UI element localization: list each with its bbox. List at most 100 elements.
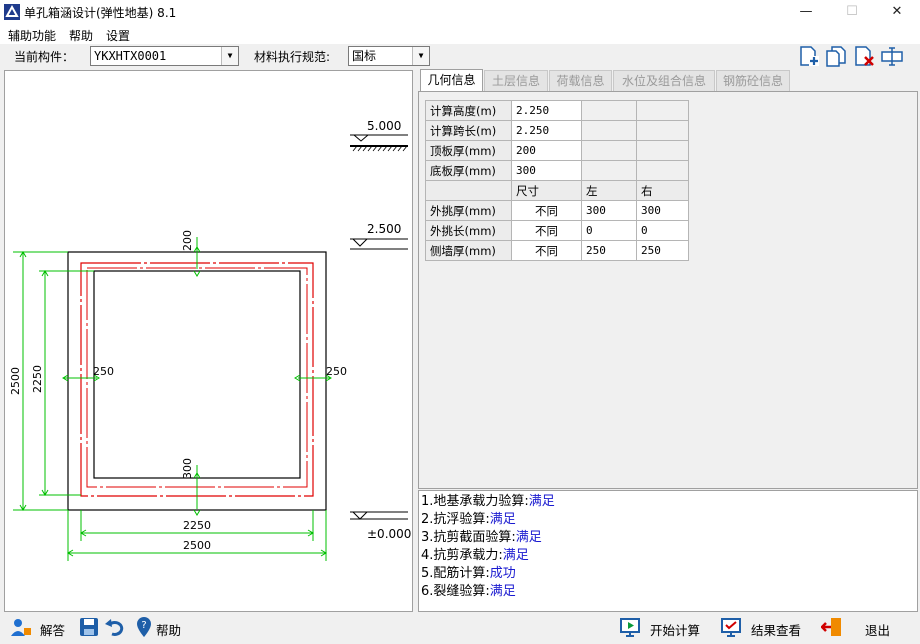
svg-text:?: ? — [141, 620, 146, 631]
tab-geometry[interactable]: 几何信息 — [420, 69, 483, 91]
answer-button[interactable]: 解答 — [40, 623, 66, 638]
help-icon[interactable]: ? — [133, 616, 155, 638]
undo-icon[interactable] — [104, 616, 126, 638]
table-row: 顶板厚(mm) 200 — [425, 140, 689, 161]
section-drawing-panel: 5.000 2.500 ±0.000 — [4, 70, 413, 612]
elevation-bottom-label: ±0.000 — [367, 527, 411, 541]
tab-water-combination[interactable]: 水位及组合信息 — [613, 70, 715, 91]
cell-select[interactable]: 不同 — [511, 220, 582, 241]
maximize-button[interactable]: ☐ — [846, 4, 858, 19]
status-text: 满足 — [489, 512, 516, 527]
row-label: 计算跨长(m) — [425, 120, 512, 141]
exit-button[interactable]: 退出 — [865, 623, 891, 638]
code-select[interactable]: 国标 ▼ — [348, 46, 430, 66]
copy-component-icon[interactable] — [825, 45, 847, 67]
close-button[interactable]: ✕ — [891, 4, 903, 19]
result-line: 4.抗剪承载力:满足 — [421, 548, 529, 563]
results-log[interactable]: 1.地基承载力验算:满足 2.抗浮验算:满足 3.抗剪截面验算:满足 4.抗剪承… — [418, 490, 918, 612]
elevation-top-label: 5.000 — [367, 119, 401, 133]
cell-select[interactable]: 不同 — [511, 240, 582, 261]
cell-input[interactable]: 300 — [581, 200, 637, 221]
row-label: 底板厚(mm) — [425, 160, 512, 181]
row-label: 顶板厚(mm) — [425, 140, 512, 161]
elevation-mid-label: 2.500 — [367, 222, 401, 236]
title-bar — [0, 0, 920, 24]
status-text: 满足 — [528, 494, 555, 509]
status-text: 满足 — [515, 530, 542, 545]
table-row: 底板厚(mm) 300 — [425, 160, 689, 181]
rename-component-icon[interactable] — [881, 45, 903, 67]
cell-select[interactable]: 不同 — [511, 200, 582, 221]
dim-outer-height-label: 2500 — [9, 367, 22, 395]
table-row: 计算高度(m) 2.250 — [425, 100, 689, 121]
cell-input[interactable]: 2.250 — [511, 120, 582, 141]
component-select[interactable]: YKXHTX0001 ▼ — [90, 46, 239, 66]
tab-load[interactable]: 荷载信息 — [549, 70, 612, 91]
result-line: 3.抗剪截面验算:满足 — [421, 530, 542, 545]
cell-input[interactable]: 2.250 — [511, 100, 582, 121]
menu-settings[interactable]: 设置 — [106, 29, 131, 43]
inner-rebar-line — [86, 267, 308, 488]
dim-bottom-slab-label: 300 — [181, 458, 194, 479]
menu-bar — [0, 24, 920, 44]
status-text: 成功 — [489, 566, 516, 581]
result-line: 1.地基承载力验算:满足 — [421, 494, 555, 509]
view-results-button[interactable]: 结果查看 — [751, 623, 802, 638]
start-calculation-button[interactable]: 开始计算 — [650, 623, 701, 638]
minimize-button[interactable]: — — [799, 4, 813, 19]
cell-input[interactable]: 0 — [636, 220, 689, 241]
table-header-row: 尺寸 左 右 — [425, 180, 689, 201]
cell-input[interactable]: 200 — [511, 140, 582, 161]
cell-input[interactable]: 0 — [581, 220, 637, 241]
dim-right-wall-label: 250 — [326, 365, 347, 378]
status-text: 满足 — [502, 548, 529, 563]
row-label: 外挑厚(mm) — [425, 200, 512, 221]
result-line: 6.裂缝验算:满足 — [421, 584, 516, 599]
cell-input[interactable]: 300 — [511, 160, 582, 181]
outer-rebar-line — [80, 262, 314, 497]
help-button[interactable]: 帮助 — [156, 623, 182, 638]
chevron-down-icon: ▼ — [221, 47, 238, 65]
row-label: 外挑长(mm) — [425, 220, 512, 241]
table-row: 计算跨长(m) 2.250 — [425, 120, 689, 141]
result-line: 2.抗浮验算:满足 — [421, 512, 516, 527]
add-component-icon[interactable] — [798, 45, 820, 67]
menu-help[interactable]: 帮助 — [69, 29, 94, 43]
dim-outer-width-label: 2500 — [183, 539, 211, 552]
elevation-marker-water: 2.500 — [350, 222, 408, 250]
save-icon[interactable] — [78, 616, 100, 638]
menu-assist[interactable]: 辅助功能 — [8, 29, 57, 43]
box-culvert-section-drawing: 5.000 2.500 ±0.000 — [9, 119, 411, 561]
result-line: 5.配筋计算:成功 — [421, 566, 516, 581]
cell-input[interactable]: 250 — [581, 240, 637, 261]
code-label: 材料执行规范: — [254, 50, 331, 64]
exit-door-icon[interactable] — [821, 616, 843, 638]
component-value: YKXHTX0001 — [94, 49, 167, 63]
component-label: 当前构件： — [14, 50, 75, 64]
cell-input[interactable]: 250 — [636, 240, 689, 261]
row-label: 侧墙厚(mm) — [425, 240, 512, 261]
dim-inner-height-label: 2250 — [31, 365, 44, 393]
status-text: 满足 — [489, 584, 516, 599]
user-answer-icon[interactable] — [10, 616, 32, 638]
delete-component-icon[interactable] — [853, 45, 875, 67]
monitor-start-icon[interactable] — [619, 616, 641, 638]
window-title: 单孔箱涵设计(弹性地基) 8.1 — [24, 6, 177, 20]
table-row: 外挑长(mm) 不同 0 0 — [425, 220, 689, 241]
monitor-check-icon[interactable] — [720, 616, 742, 638]
tab-soil[interactable]: 土层信息 — [484, 70, 548, 91]
app-logo-icon — [4, 4, 20, 20]
cell-input[interactable]: 300 — [636, 200, 689, 221]
dim-inner-width-label: 2250 — [183, 519, 211, 532]
dim-top-slab-label: 200 — [181, 230, 194, 251]
culvert-inner-outline — [93, 270, 301, 479]
code-value: 国标 — [352, 49, 377, 63]
tab-rc[interactable]: 钢筋砼信息 — [716, 70, 790, 91]
column-header: 尺寸 — [511, 180, 582, 201]
geometry-grid: 计算高度(m) 2.250 计算跨长(m) 2.250 顶板厚(mm) 200 … — [425, 100, 689, 261]
dimension-lines — [13, 237, 332, 561]
column-header: 右 — [636, 180, 689, 201]
dim-left-wall-label: 250 — [93, 365, 114, 378]
elevation-marker-top: 5.000 — [350, 119, 408, 152]
table-row: 侧墙厚(mm) 不同 250 250 — [425, 240, 689, 261]
